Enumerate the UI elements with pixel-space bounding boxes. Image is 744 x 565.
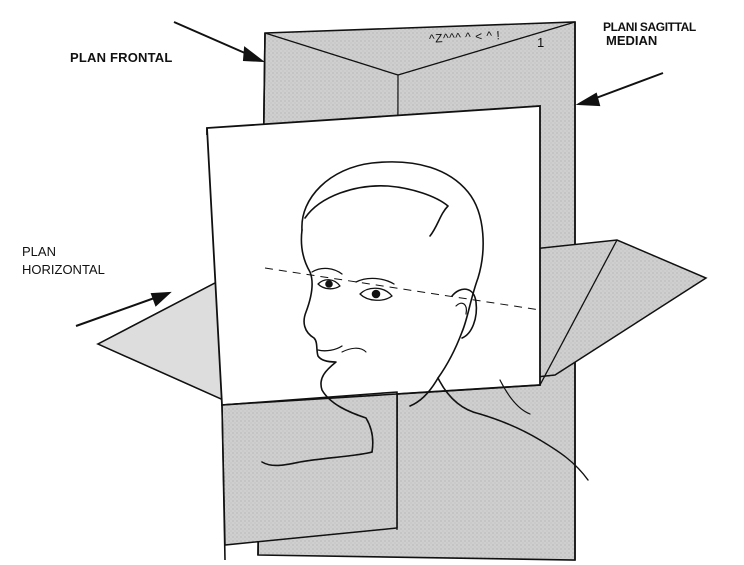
- horizontal-plane-label-line1: PLAN: [22, 244, 56, 260]
- sagittal-arrow: [588, 73, 663, 101]
- frontal-arrow: [174, 22, 254, 57]
- scan-artifact-number: 1: [537, 35, 544, 51]
- frontal-plane-surface: [207, 106, 540, 405]
- sagittal-plane-label-line2: MEDIAN: [606, 33, 657, 49]
- horizontal-plane-label-line2: HORIZONTAL: [22, 262, 105, 278]
- frontal-plane-label: PLAN FRONTAL: [70, 50, 173, 66]
